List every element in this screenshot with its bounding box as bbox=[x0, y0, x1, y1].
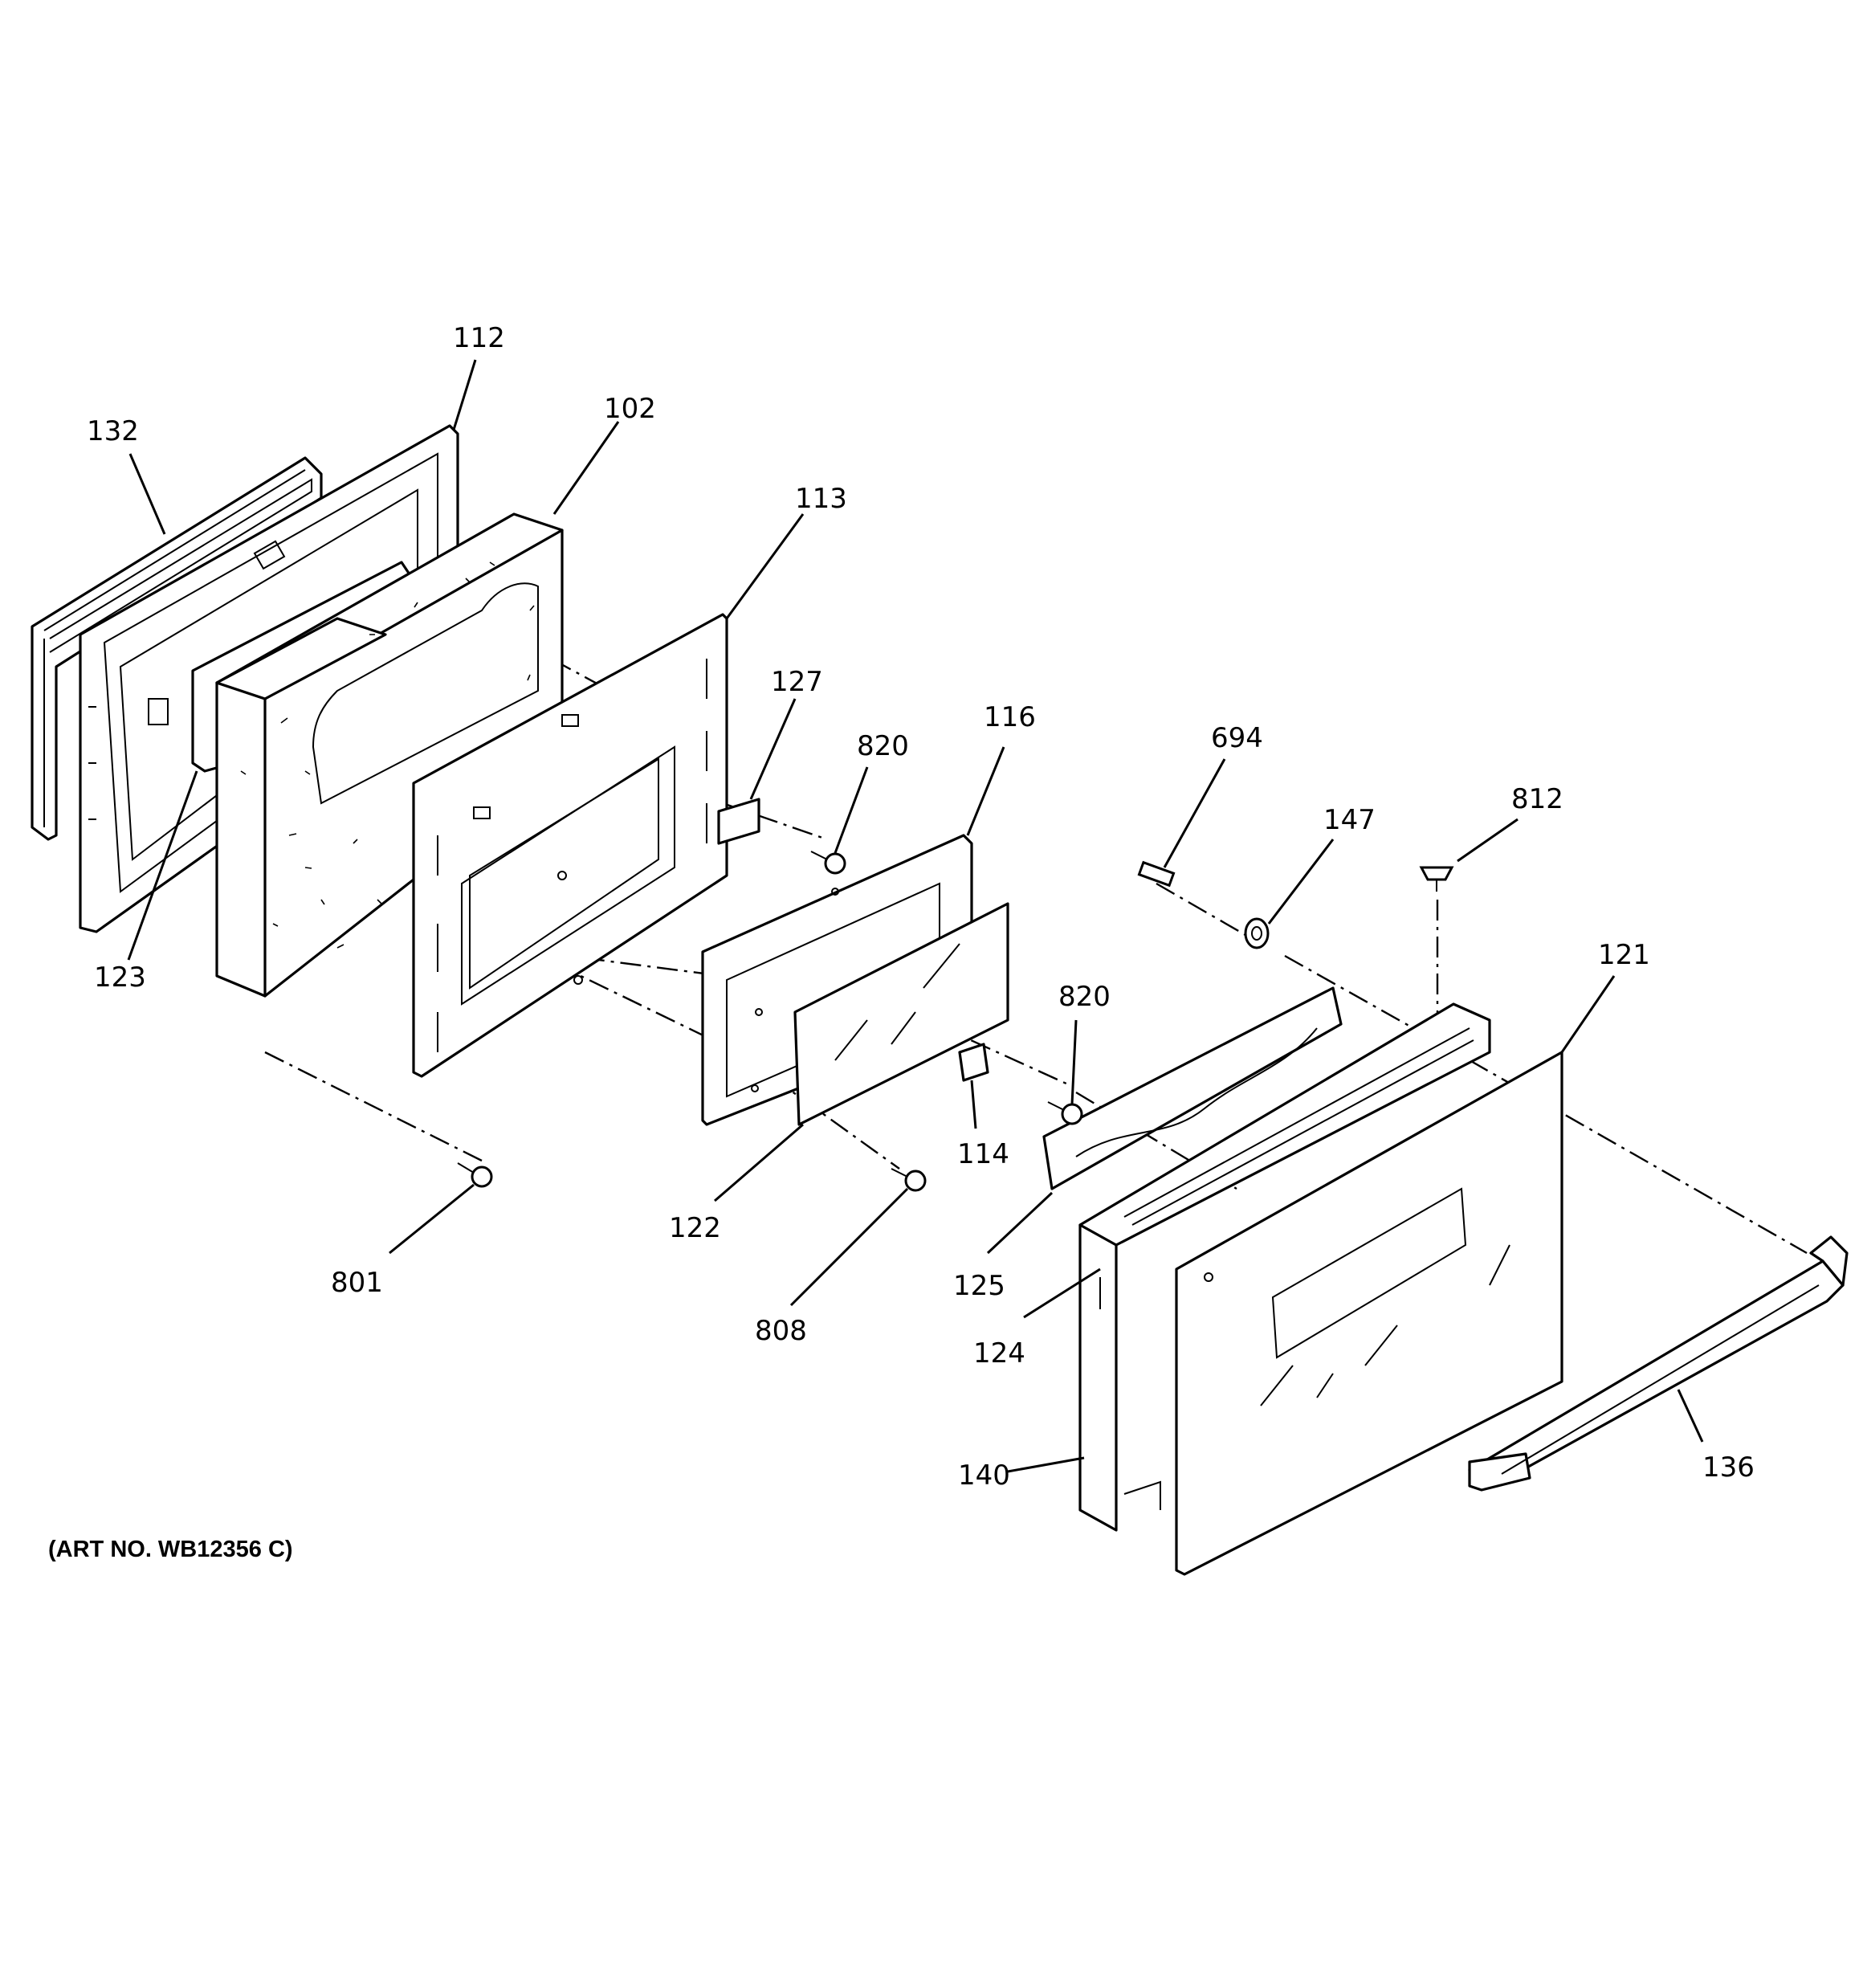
fasteners bbox=[457, 851, 1454, 1192]
callout-136: 136 bbox=[1702, 1451, 1755, 1484]
part-125-vent-strip bbox=[1042, 986, 1343, 1190]
screw-812-icon bbox=[1419, 866, 1454, 892]
callout-102: 102 bbox=[604, 393, 656, 425]
callout-808: 808 bbox=[755, 1315, 807, 1347]
part-102-door-insulation bbox=[215, 512, 564, 998]
callout-124: 124 bbox=[973, 1337, 1025, 1370]
callout-113: 113 bbox=[795, 483, 847, 515]
callout-114: 114 bbox=[957, 1138, 1009, 1170]
callout-122: 122 bbox=[669, 1212, 721, 1244]
part-132-door-gasket bbox=[31, 456, 323, 841]
callout-112: 112 bbox=[453, 322, 505, 354]
part-140-outer-door-frame bbox=[1078, 1002, 1491, 1532]
screw-808-icon bbox=[891, 1168, 927, 1192]
callout-147: 147 bbox=[1323, 804, 1376, 836]
callout-leaders bbox=[127, 359, 1704, 1473]
callout-127: 127 bbox=[771, 666, 823, 698]
part-113-door-panel bbox=[412, 613, 728, 1078]
part-136-door-handle bbox=[1468, 1235, 1849, 1492]
art-number: (ART NO. WB12356 C) bbox=[48, 1537, 293, 1562]
callout-820-lower: 820 bbox=[1058, 981, 1111, 1013]
callout-801: 801 bbox=[331, 1267, 383, 1299]
part-121-outer-door-glass bbox=[1175, 1051, 1563, 1576]
part-114-clip bbox=[958, 1043, 989, 1082]
callout-labels: 112 132 102 113 127 820 116 694 147 812 … bbox=[87, 322, 1755, 1492]
callout-123: 123 bbox=[94, 961, 146, 994]
callout-812: 812 bbox=[1511, 783, 1563, 815]
callout-125: 125 bbox=[953, 1270, 1005, 1302]
part-127-bracket bbox=[717, 798, 760, 845]
washer-147-icon bbox=[1244, 917, 1270, 949]
callout-116: 116 bbox=[984, 701, 1036, 733]
callout-132: 132 bbox=[87, 415, 139, 447]
callout-121: 121 bbox=[1598, 939, 1650, 971]
callout-820-upper: 820 bbox=[857, 730, 909, 762]
callout-140: 140 bbox=[958, 1459, 1010, 1492]
callout-694: 694 bbox=[1211, 722, 1263, 754]
screw-694-icon bbox=[1137, 860, 1176, 888]
part-122-door-glass bbox=[793, 902, 1009, 1126]
screw-820b-icon bbox=[1047, 1101, 1083, 1125]
screw-820a-icon bbox=[810, 851, 846, 875]
screw-801-icon bbox=[457, 1162, 493, 1188]
